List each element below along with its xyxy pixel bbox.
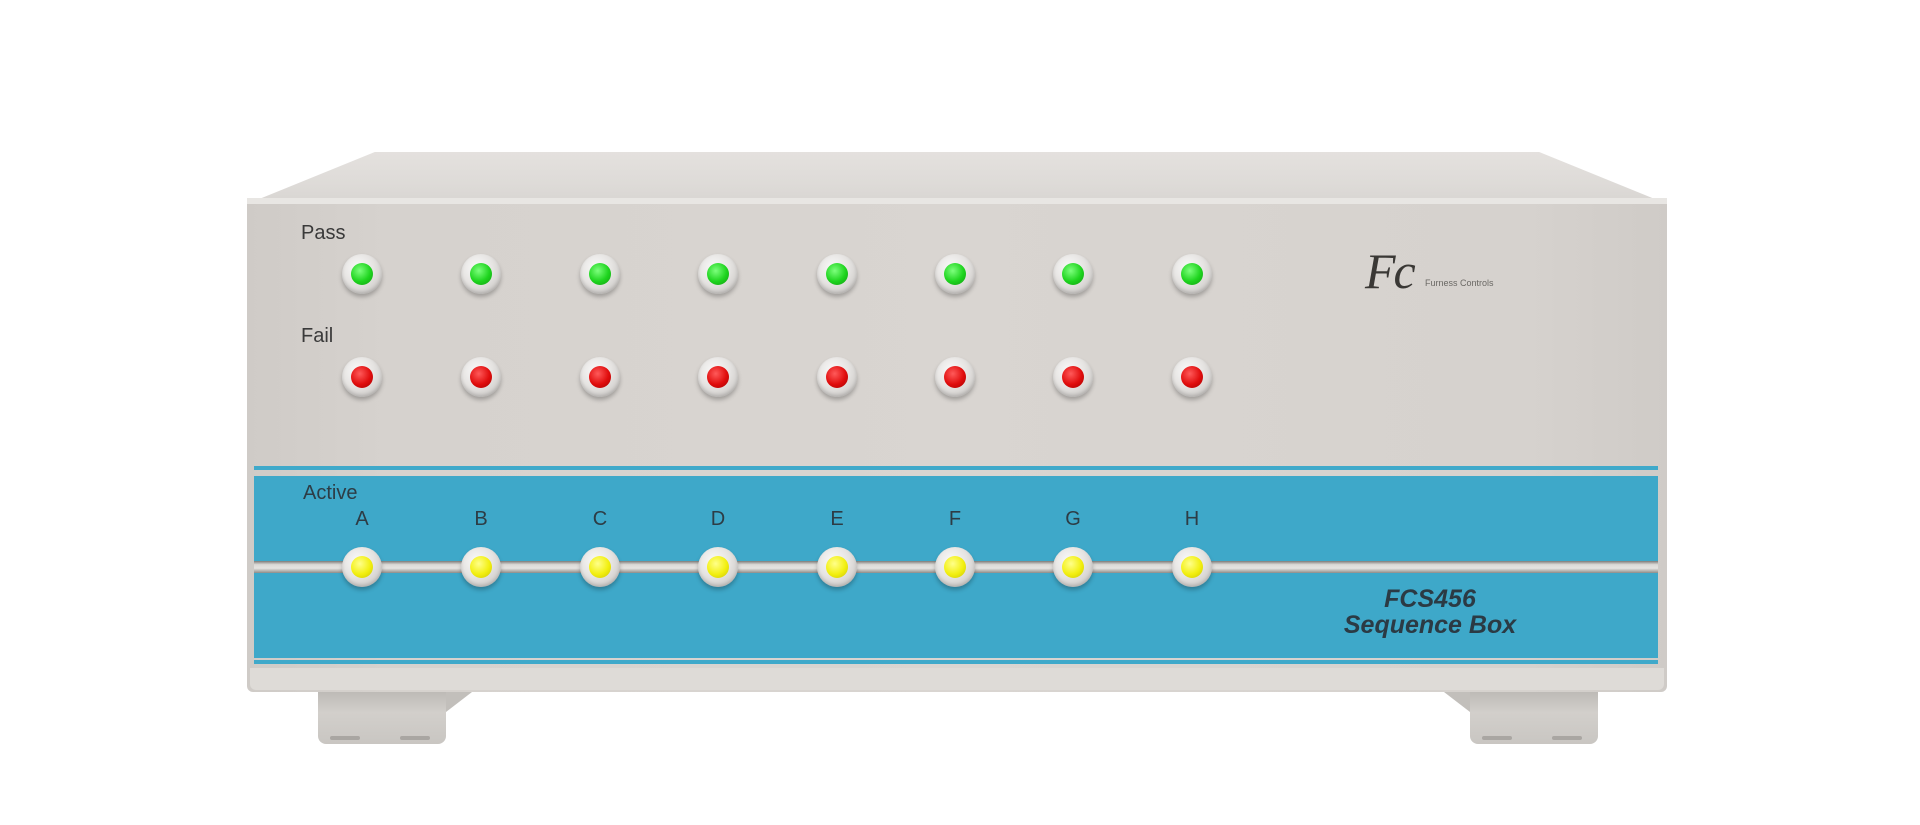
product-name: Sequence Box	[1343, 611, 1517, 639]
right-foot-wedge	[1444, 692, 1470, 712]
fail-led-lamp	[826, 366, 848, 388]
fail-led-lamp	[351, 366, 373, 388]
fail-led-lamp	[707, 366, 729, 388]
pass-led-d	[698, 254, 738, 294]
active-led-lamp	[470, 556, 492, 578]
fail-led-lamp	[470, 366, 492, 388]
pass-led-h	[1172, 254, 1212, 294]
active-led-c	[580, 547, 620, 587]
fail-led-g	[1053, 357, 1093, 397]
pass-led-lamp	[589, 263, 611, 285]
pass-led-lamp	[826, 263, 848, 285]
active-row-label: Active	[303, 482, 358, 504]
fail-led-lamp	[1062, 366, 1084, 388]
pass-led-c	[580, 254, 620, 294]
foot-groove	[330, 736, 360, 740]
fail-led-d	[698, 357, 738, 397]
fail-led-e	[817, 357, 857, 397]
pass-led-lamp	[351, 263, 373, 285]
active-led-d	[698, 547, 738, 587]
front-panel-lip	[250, 668, 1664, 690]
active-led-b	[461, 547, 501, 587]
pass-led-e	[817, 254, 857, 294]
active-led-lamp	[1062, 556, 1084, 578]
fail-led-h	[1172, 357, 1212, 397]
active-led-lamp	[944, 556, 966, 578]
channel-letter-h: H	[1184, 508, 1200, 530]
band-stripe	[254, 660, 1658, 664]
pass-led-lamp	[707, 263, 729, 285]
channel-letter-c: C	[592, 508, 608, 530]
model-number: FCS456	[1384, 585, 1476, 613]
pass-led-g	[1053, 254, 1093, 294]
pass-led-lamp	[1181, 263, 1203, 285]
right-foot	[1470, 692, 1598, 744]
active-led-g	[1053, 547, 1093, 587]
active-led-h	[1172, 547, 1212, 587]
active-led-lamp	[826, 556, 848, 578]
foot-groove	[1552, 736, 1582, 740]
fail-led-f	[935, 357, 975, 397]
product-label: FCS456 Sequence Box	[1310, 586, 1550, 638]
brand-logo: Fc Furness Controls	[1365, 242, 1515, 302]
active-led-lamp	[351, 556, 373, 578]
fail-led-a	[342, 357, 382, 397]
channel-letter-f: F	[948, 508, 962, 530]
pass-led-f	[935, 254, 975, 294]
channel-letter-g: G	[1065, 508, 1081, 530]
active-led-f	[935, 547, 975, 587]
pass-row-label: Pass	[301, 222, 346, 244]
fail-led-lamp	[1181, 366, 1203, 388]
fail-row-label: Fail	[301, 325, 334, 347]
left-foot	[318, 692, 446, 744]
channel-letter-d: D	[710, 508, 726, 530]
active-led-lamp	[707, 556, 729, 578]
active-led-e	[817, 547, 857, 587]
pass-led-lamp	[470, 263, 492, 285]
brand-name: Furness Controls	[1425, 278, 1494, 288]
active-led-a	[342, 547, 382, 587]
pass-led-lamp	[1062, 263, 1084, 285]
foot-groove	[400, 736, 430, 740]
pass-led-b	[461, 254, 501, 294]
active-led-lamp	[1181, 556, 1203, 578]
channel-letter-a: A	[355, 508, 369, 530]
fail-led-b	[461, 357, 501, 397]
channel-letter-e: E	[830, 508, 844, 530]
pass-led-a	[342, 254, 382, 294]
left-foot-wedge	[446, 692, 472, 712]
device-lid	[247, 152, 1667, 204]
fail-led-c	[580, 357, 620, 397]
channel-letter-b: B	[474, 508, 488, 530]
band-stripe	[254, 466, 1658, 470]
active-led-lamp	[589, 556, 611, 578]
fail-led-lamp	[589, 366, 611, 388]
device-lid-edge	[247, 198, 1667, 204]
foot-groove	[1482, 736, 1512, 740]
fail-led-lamp	[944, 366, 966, 388]
pass-led-lamp	[944, 263, 966, 285]
brand-mark: Fc	[1365, 243, 1416, 299]
